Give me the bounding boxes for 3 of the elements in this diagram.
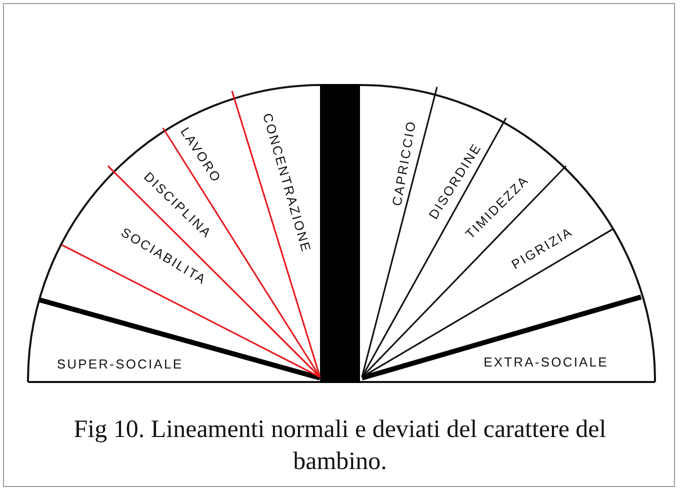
sector-label: SUPER-SOCIALE xyxy=(56,358,184,370)
figure-caption: Fig 10. Lineamenti normali e deviati del carattere del bambino. xyxy=(72,415,608,477)
sector-label: EXTRA-SOCIALE xyxy=(484,356,608,368)
